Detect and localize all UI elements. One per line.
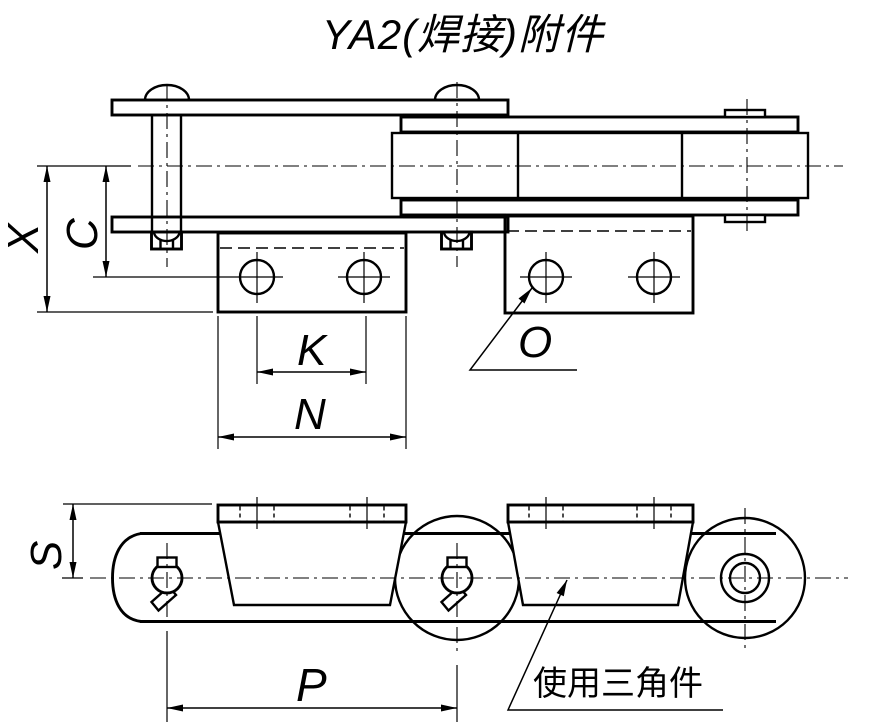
drawing-title: YA2(焊接)附件 (322, 11, 606, 58)
attachment-plate-left (216, 231, 408, 314)
dim-p-label: P (296, 659, 327, 711)
dimension-n: N (217, 316, 407, 449)
dim-n-label: N (294, 390, 326, 439)
attachment-plate-right (503, 214, 695, 315)
hole-leader: O (468, 287, 577, 371)
dim-x-label: X (0, 222, 48, 254)
dimension-x: X (0, 165, 213, 313)
side-view: X C K N (0, 82, 843, 449)
pin-end-tab (723, 108, 767, 119)
centerlines (90, 508, 848, 650)
pin-end-tab (723, 213, 767, 224)
pin-with-cotter (439, 556, 474, 613)
attachment-note-label: 使用三角件 (533, 665, 703, 703)
attachment-piece (216, 497, 408, 607)
attachment-note-leader: 使用三角件 (506, 579, 723, 711)
dimension-p: P (166, 627, 458, 722)
dim-k-label: K (297, 326, 328, 375)
dimension-c: C (58, 166, 231, 278)
inner-link-plates (399, 113, 800, 219)
attachment-piece (506, 497, 695, 607)
inner-link-roller (390, 131, 810, 200)
centerlines (138, 82, 843, 267)
dim-c-label: C (58, 217, 107, 250)
dimension-k: K (256, 316, 367, 384)
chain-view: S P 使用三角件 (22, 497, 848, 722)
hole-leader-label: O (518, 318, 552, 367)
dimension-s: S (22, 503, 212, 579)
dim-s-label: S (22, 541, 71, 570)
